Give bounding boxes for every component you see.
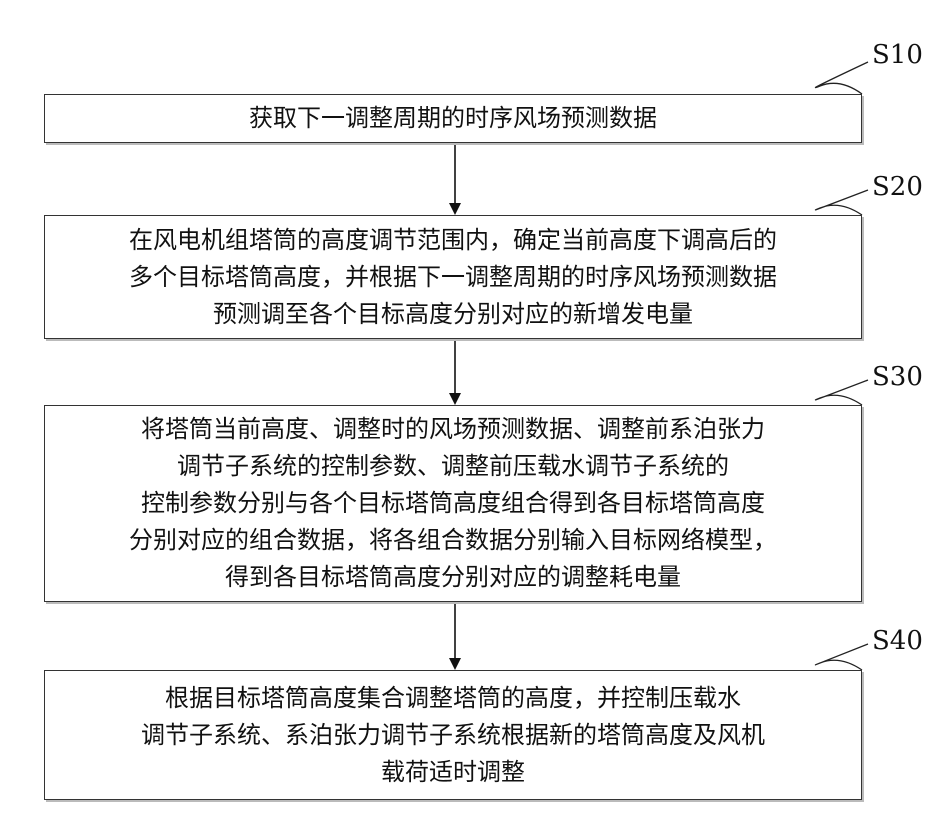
step-box-s40: 根据目标塔筒高度集合调整塔筒的高度，并控制压载水 调节子系统、系泊张力调节子系统…: [44, 670, 862, 800]
s20-leader-line: [815, 190, 868, 215]
step-text-line: 预测调至各个目标高度分别对应的新增发电量: [213, 296, 693, 333]
step-text-line: 控制参数分别与各个目标塔筒高度组合得到各目标塔筒高度: [141, 485, 765, 522]
step-text-line: 调节子系统的控制参数、调整前压载水调节子系统的: [177, 448, 729, 485]
step-box-s10: 获取下一调整周期的时序风场预测数据: [44, 94, 862, 143]
s10-leader-line: [815, 62, 868, 94]
step-label-s10: S10: [872, 42, 923, 68]
step-text-line: 在风电机组塔筒的高度调节范围内，确定当前高度下调高后的: [129, 222, 777, 259]
step-text-line: 将塔筒当前高度、调整时的风场预测数据、调整前系泊张力: [141, 411, 765, 448]
s30-leader-line: [815, 380, 868, 405]
step-label-s40: S40: [872, 628, 923, 654]
step-box-s30: 将塔筒当前高度、调整时的风场预测数据、调整前系泊张力 调节子系统的控制参数、调整…: [44, 405, 862, 602]
arrowhead-s30: [449, 393, 461, 405]
s40-leader-line: [815, 644, 868, 670]
step-text-line: 调节子系统、系泊张力调节子系统根据新的塔筒高度及风机: [141, 717, 765, 754]
step-text-line: 根据目标塔筒高度集合调整塔筒的高度，并控制压载水: [165, 680, 741, 717]
step-text-line: 分别对应的组合数据，将各组合数据分别输入目标网络模型，: [129, 522, 777, 559]
arrowhead-s20: [449, 203, 461, 215]
step-label-s30: S30: [872, 364, 923, 390]
step-box-s20: 在风电机组塔筒的高度调节范围内，确定当前高度下调高后的 多个目标塔筒高度，并根据…: [44, 215, 862, 339]
step-label-s20: S20: [872, 174, 923, 200]
step-text-line: 获取下一调整周期的时序风场预测数据: [249, 100, 657, 137]
step-text-line: 载荷适时调整: [381, 754, 525, 791]
arrowhead-s40: [449, 658, 461, 670]
step-text-line: 得到各目标塔筒高度分别对应的调整耗电量: [225, 559, 681, 596]
step-text-line: 多个目标塔筒高度，并根据下一调整周期的时序风场预测数据: [129, 259, 777, 296]
